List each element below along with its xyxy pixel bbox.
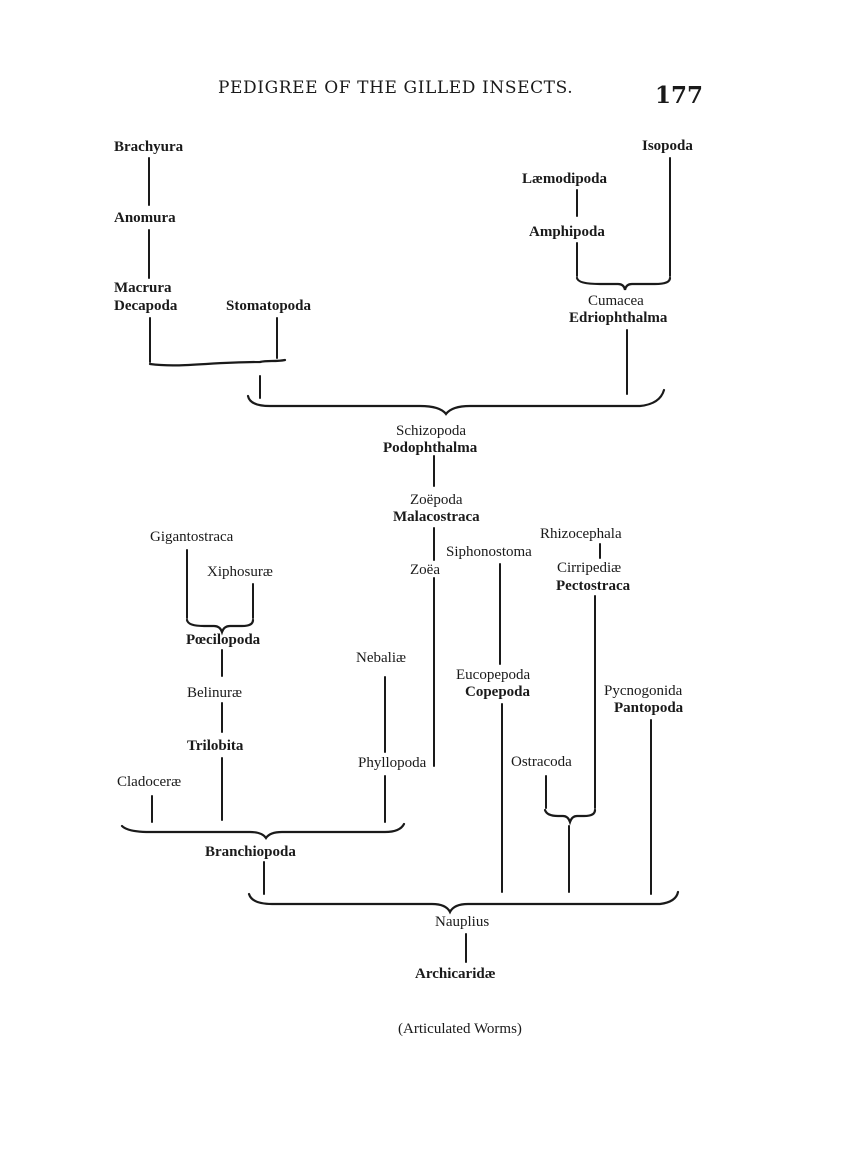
label-articulated-worms: (Articulated Worms) [398,1021,522,1037]
label-eucopepoda: Eucopepoda [456,667,530,683]
label-stomatopoda: Stomatopoda [226,298,312,314]
label-branchiopoda: Branchiopoda [205,844,296,860]
label-amphipoda: Amphipoda [529,224,605,240]
label-edriophthalma: Edriophthalma [569,310,668,326]
label-belinurae: Belinuræ [187,685,242,701]
label-podophthalma: Podophthalma [383,440,478,456]
running-head-title: PEDIGREE OF THE GILLED INSECTS. [218,78,574,98]
label-nauplius: Nauplius [435,914,489,930]
label-phyllopoda: Phyllopoda [358,755,427,771]
label-malacostraca: Malacostraca [393,509,480,525]
taxon-labels: Brachyura Anomura Macrura Decapoda Stoma… [114,138,693,1037]
brace-decapoda-stomatopoda [148,358,287,367]
label-pectostraca: Pectostraca [556,578,631,594]
brace-podophthalma [246,388,666,416]
label-decapoda: Decapoda [114,298,178,314]
label-macrura: Macrura [114,280,172,296]
label-cladocerae: Cladoceræ [117,774,181,790]
label-brachyura: Brachyura [114,139,184,155]
label-archicaridae: Archicaridæ [415,966,496,982]
page-number: 177 [655,82,704,109]
label-zoea: Zoëa [410,562,440,578]
brace-nauplius [247,890,680,915]
label-pycnogonida: Pycnogonida [604,683,683,699]
label-poecilopoda: Pœcilopoda [186,632,261,648]
label-copepoda: Copepoda [465,684,531,700]
label-trilobita: Trilobita [187,738,244,754]
brace-poecilopoda [185,618,255,636]
label-pantopoda: Pantopoda [614,700,684,716]
tree-connectors [120,157,680,963]
label-rhizocephala: Rhizocephala [540,526,622,542]
label-isopoda: Isopoda [642,138,693,154]
label-cirripediae: Cirripediæ [557,560,621,576]
brace-ostracoda-pectostraca [543,808,597,826]
label-schizopoda: Schizopoda [396,423,466,439]
label-nebaliae: Nebaliæ [356,650,406,666]
label-gigantostraca: Gigantostraca [150,529,234,545]
label-zoepoda: Zoëpoda [410,492,463,508]
label-siphonostoma: Siphonostoma [446,544,532,560]
label-laemodipoda: Læmodipoda [522,171,608,187]
label-ostracoda: Ostracoda [511,754,572,770]
label-cumacea: Cumacea [588,293,644,309]
label-anomura: Anomura [114,210,176,226]
brace-branchiopoda [120,822,406,840]
label-xiphosurae: Xiphosuræ [207,564,273,580]
brace-amphipoda-isopoda [575,276,672,291]
